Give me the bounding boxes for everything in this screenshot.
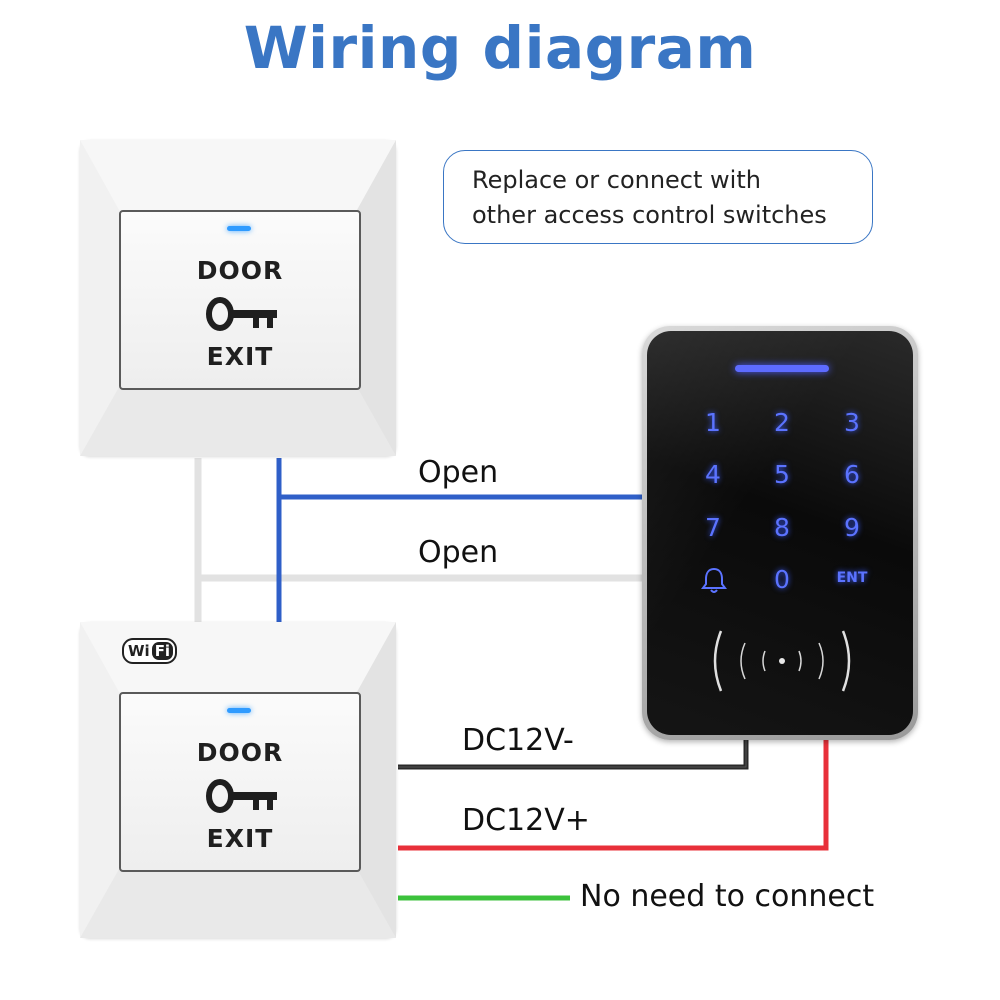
door-label: DOOR [196,738,284,767]
key-4[interactable]: 4 [705,460,721,489]
key-ent[interactable]: ENT [836,570,868,586]
status-light-bar [735,365,829,372]
rfid-icon [713,630,851,692]
exit-button-top-plate: DOOR EXIT [80,140,396,456]
door-label: DOOR [196,256,284,285]
wire-open-white [194,458,642,622]
wifi-badge: Wi Fi [122,638,178,664]
key-7[interactable]: 7 [705,513,721,542]
indicator-led [227,226,251,231]
key-2[interactable]: 2 [774,408,790,437]
bell-icon[interactable] [701,566,727,594]
wifi-badge-right: Fi [151,642,174,660]
wire-label-no-connect: No need to connect [580,879,875,914]
wire-label-open-blue: Open [418,455,499,490]
exit-button-top[interactable]: DOOR EXIT [119,210,361,390]
key-0[interactable]: 0 [774,565,790,594]
exit-label: EXIT [206,342,274,371]
key-6[interactable]: 6 [844,460,860,489]
wifi-badge-left: Wi [128,642,150,660]
exit-label: EXIT [206,824,274,853]
wire-open-blue [276,458,642,622]
wire-label-dc12v-minus: DC12V- [462,723,574,758]
key-icon [206,297,277,331]
page-title: Wiring diagram [243,14,757,82]
key-9[interactable]: 9 [844,513,860,542]
key-1[interactable]: 1 [705,408,721,437]
key-8[interactable]: 8 [774,513,790,542]
wire-dc12v-plus [398,740,829,851]
wire-dc12v-minus [398,740,749,770]
exit-button-bottom[interactable]: DOOR EXIT [119,692,361,872]
note-line-1: Replace or connect with [472,166,761,194]
keypad-frame: 1 2 3 4 5 6 7 8 9 0 ENT [642,326,918,740]
indicator-led [227,708,251,713]
key-3[interactable]: 3 [844,408,860,437]
note-line-2: other access control switches [472,201,827,229]
note-box: Replace or connect with other access con… [443,150,873,244]
wire-label-open-white: Open [418,535,499,570]
wire-label-dc12v-plus: DC12V+ [462,803,590,838]
key-icon [206,779,277,813]
keypad-panel: 1 2 3 4 5 6 7 8 9 0 ENT [647,331,913,735]
key-5[interactable]: 5 [774,460,790,489]
plate-bevel-top [80,140,396,456]
exit-button-bottom-plate: DOOR EXIT [80,622,396,938]
